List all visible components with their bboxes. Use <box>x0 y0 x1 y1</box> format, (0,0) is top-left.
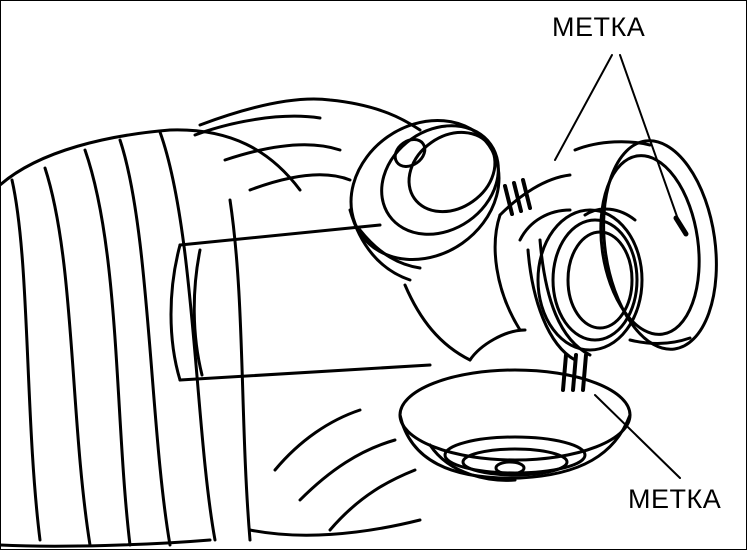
alignment-mark-bottom <box>561 353 588 392</box>
drive-shaft <box>169 223 432 382</box>
boot-bellows <box>0 97 422 548</box>
leader-lines <box>554 54 681 479</box>
trunnion-cap-bottom <box>398 368 632 482</box>
alignment-mark-top <box>503 178 532 216</box>
mark-label-top: МЕТКА <box>552 12 646 42</box>
spider-body <box>403 173 572 362</box>
trunnion-cap-center <box>526 207 644 362</box>
yoke-flange-right <box>573 139 718 351</box>
mark-label-bottom: МЕТКА <box>628 484 722 514</box>
trunnion-cap-top <box>348 118 501 282</box>
